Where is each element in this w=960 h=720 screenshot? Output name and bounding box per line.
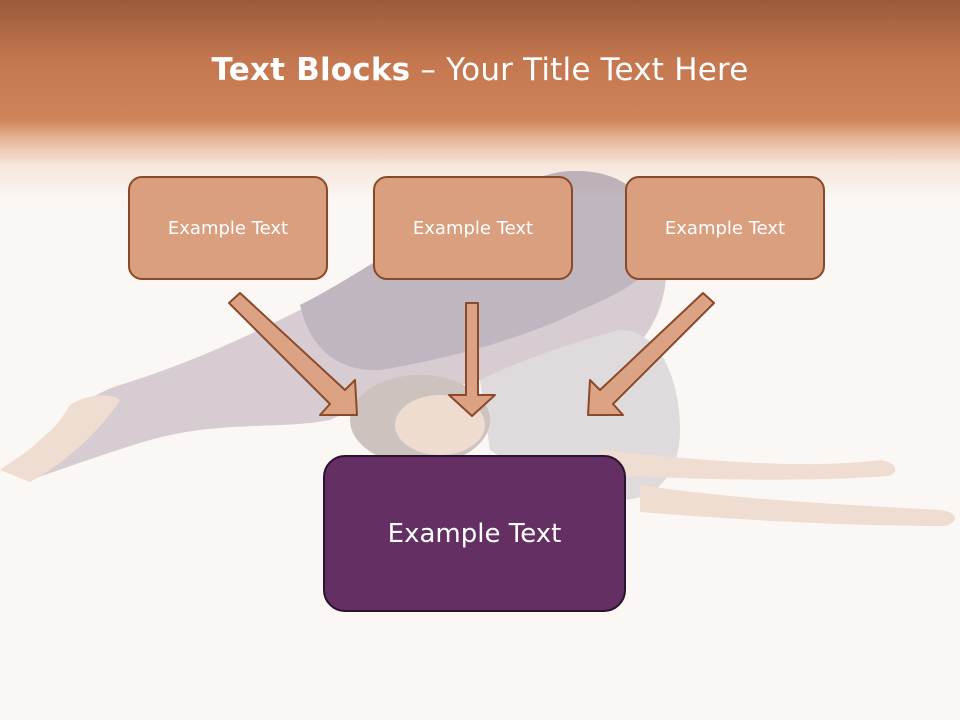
text-block-left[interactable]: Example Text xyxy=(128,176,328,280)
text-block-middle[interactable]: Example Text xyxy=(373,176,573,280)
text-block-center[interactable]: Example Text xyxy=(323,455,626,612)
header-band xyxy=(0,0,960,200)
arrow-left xyxy=(228,292,358,416)
arrow-middle xyxy=(448,302,496,417)
title-rest: – Your Title Text Here xyxy=(410,52,749,88)
page-title: Text Blocks – Your Title Text Here xyxy=(0,52,960,88)
text-block-right-label: Example Text xyxy=(664,217,786,239)
title-bold: Text Blocks xyxy=(211,52,411,88)
arrow-right xyxy=(587,292,715,416)
text-block-right[interactable]: Example Text xyxy=(625,176,825,280)
text-block-middle-label: Example Text xyxy=(412,217,534,239)
text-block-center-label: Example Text xyxy=(387,518,562,549)
text-block-left-label: Example Text xyxy=(167,217,289,239)
